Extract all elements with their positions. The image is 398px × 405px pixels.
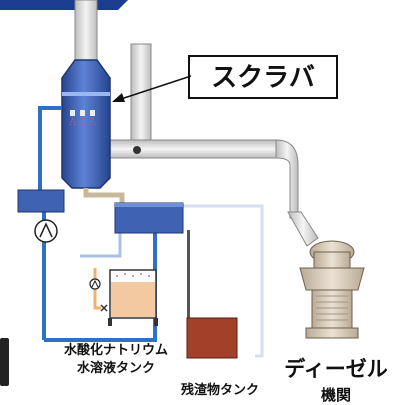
- header-bar: [0, 0, 128, 10]
- water-supply-line: [38, 106, 62, 190]
- naoh-tank-label-line1: 水酸化ナトリウム: [64, 342, 168, 358]
- bypass-stack-pipe: [130, 43, 152, 149]
- residue-drop-pipe: [187, 230, 190, 320]
- residue-tank-label: 残渣物タンク: [181, 382, 259, 398]
- scrubber-callout: [112, 55, 338, 102]
- exhaust-pipe-elbow: [275, 139, 299, 219]
- exhaust-valve-icon: [133, 146, 141, 154]
- drain-line: [83, 188, 125, 205]
- circulation-pump-icon: [34, 219, 58, 243]
- exhaust-pipe-diagonal: [287, 211, 319, 247]
- spray-nozzle-icons: [69, 110, 96, 127]
- diesel-engine: [299, 240, 365, 339]
- naoh-tank: [93, 268, 158, 326]
- light-water-line-left: [80, 232, 122, 258]
- residue-tank: [186, 317, 238, 359]
- diesel-engine-label-line2: 機関: [321, 386, 351, 404]
- naoh-valve-icon: [100, 304, 108, 312]
- scrubber-unit: [61, 59, 111, 189]
- left-edge-marker: [0, 338, 9, 386]
- light-water-line-right: [182, 204, 264, 358]
- water-line-return: [44, 230, 157, 342]
- scrubber-stack-pipe: [74, 0, 98, 61]
- scrubber-label: スクラバ: [211, 63, 315, 93]
- naoh-tank-label-line2: 水溶液タンク: [77, 360, 155, 376]
- circulation-tank: [17, 189, 65, 213]
- diesel-engine-label-line1: ディーゼル: [284, 357, 388, 381]
- naoh-pump-icon: [89, 278, 101, 290]
- separator-tank: [114, 202, 184, 234]
